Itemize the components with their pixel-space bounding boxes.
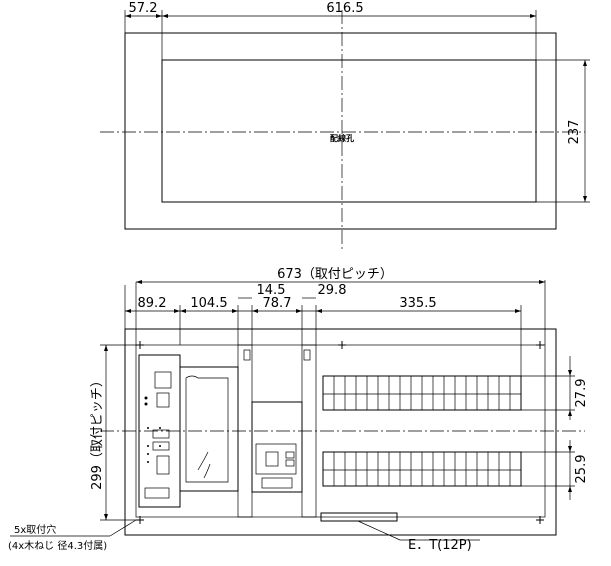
dim-right-bottom: 25.9 xyxy=(574,455,589,484)
top-outer-frame xyxy=(124,32,557,230)
dim-c: 14.5 xyxy=(257,283,286,298)
dim-mounting-pitch: 673（取付ピッチ） xyxy=(277,267,393,282)
dim-a: 89.2 xyxy=(138,296,167,311)
earth-leakage-breaker xyxy=(251,401,303,493)
dim-right-top: 27.9 xyxy=(574,379,589,408)
top-view: 57.2 616.5 237 配線孔 xyxy=(100,1,590,250)
mounting-holes xyxy=(136,341,544,524)
dim-vertical-pitch: 299（取付ピッチ） xyxy=(90,374,105,490)
top-dim-height: 237 xyxy=(567,120,582,145)
mounting-screw-note: (4x木ねじ 径4.3付属) xyxy=(8,539,107,552)
blank-cover xyxy=(179,366,239,492)
earth-terminal xyxy=(320,512,398,522)
dim-b: 104.5 xyxy=(190,296,227,311)
front-view: 673（取付ピッチ） 89.2 104.5 14.5 78.7 29.8 335… xyxy=(8,267,589,553)
wiring-hole-label: 配線孔 xyxy=(330,133,354,143)
mounting-hole-note: 5x取付穴 xyxy=(14,523,56,536)
wiring-hole-outline xyxy=(161,59,537,203)
dim-f: 335.5 xyxy=(399,296,436,311)
top-dim-left: 57.2 xyxy=(129,1,158,16)
front-outer-frame xyxy=(124,328,557,536)
top-dim-width: 616.5 xyxy=(326,1,363,16)
dim-d: 78.7 xyxy=(263,296,292,311)
et-terminal-label: E．T(12P) xyxy=(408,538,472,553)
dim-e: 29.8 xyxy=(318,283,347,298)
